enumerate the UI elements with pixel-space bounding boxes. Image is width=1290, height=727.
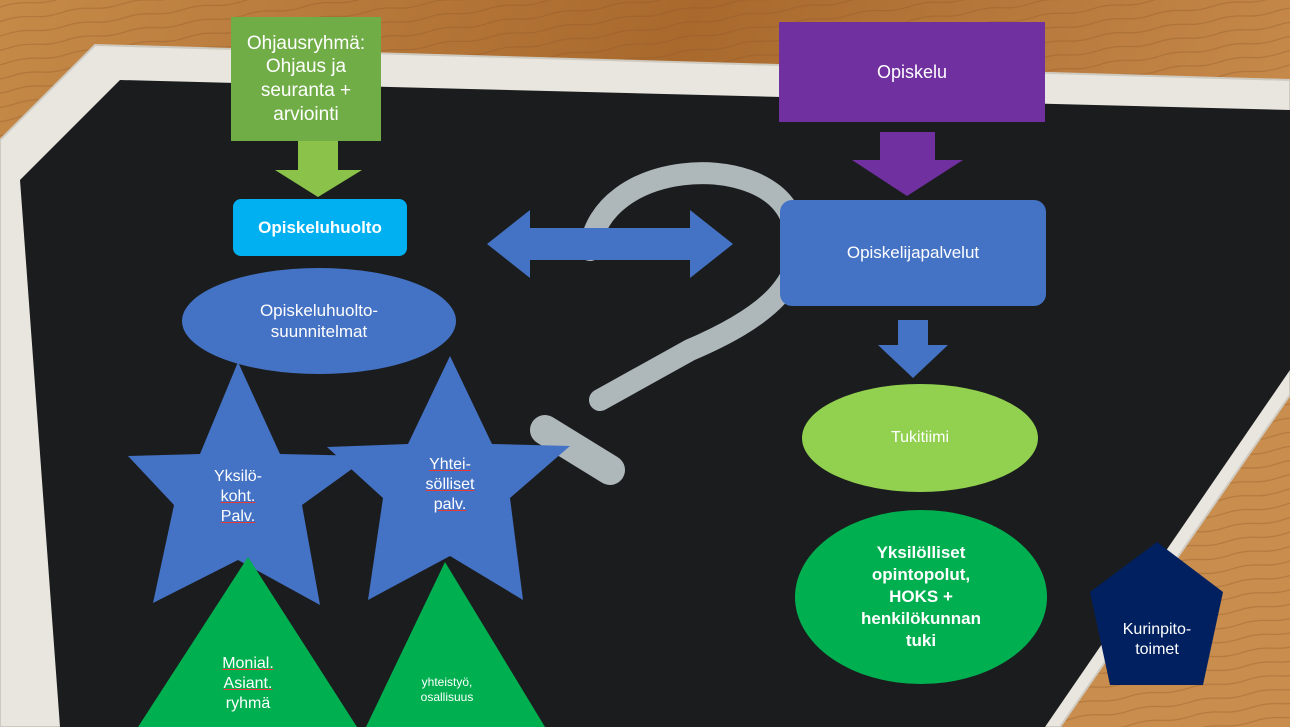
student-services-label: Opiskelijapalvelut xyxy=(780,200,1046,306)
steering-group-line-1: Ohjausryhmä: xyxy=(246,32,366,54)
communal-services-label: Yhtei- sölliset palv. xyxy=(392,440,508,530)
individual-paths-line-2: opintopolut, xyxy=(871,564,971,584)
multi-expert-label: Monial. Asiant. ryhmä xyxy=(190,640,306,727)
individual-paths-line-5: tuki xyxy=(905,631,937,651)
cooperation-label: yhteistyö, osallisuus xyxy=(392,660,502,720)
cooperation-line-1: yhteistyö, xyxy=(421,675,473,689)
steering-group-label: Ohjausryhmä: Ohjaus ja seuranta + arvioi… xyxy=(231,17,381,141)
study-text: Opiskelu xyxy=(876,61,948,82)
steering-down-arrow xyxy=(275,141,362,197)
individual-services-line-3: Palv. xyxy=(220,508,256,525)
steering-group-box xyxy=(231,17,381,141)
study-box xyxy=(779,22,1045,122)
cooperation-triangle xyxy=(366,562,545,727)
communal-services-line-1: Yhtei- xyxy=(429,456,471,473)
multi-expert-line-1: Monial. xyxy=(222,654,274,672)
steering-group-line-4: arviointi xyxy=(273,103,339,125)
individual-services-line-1: Yksilö- xyxy=(213,468,262,485)
support-team-text: Tukitiimi xyxy=(890,429,950,446)
individual-paths-line-4: henkilökunnan xyxy=(861,609,981,629)
welfare-plans-ellipse xyxy=(182,268,456,374)
double-headed-arrow xyxy=(487,210,733,278)
communal-services-line-3: palv. xyxy=(433,496,467,513)
individual-paths-line-3: HOKS + xyxy=(889,586,953,606)
multi-expert-triangle xyxy=(138,557,357,727)
cooperation-line-2: osallisuus xyxy=(420,690,474,704)
steering-group-line-2: Ohjaus ja xyxy=(265,56,347,78)
disciplinary-line-2: toimet xyxy=(1135,641,1179,658)
welfare-plans-line-1: Opiskeluhuolto- xyxy=(259,300,379,320)
multi-expert-line-3: ryhmä xyxy=(225,694,271,712)
disciplinary-line-1: Kurinpito- xyxy=(1122,621,1192,638)
student-welfare-label: Opiskeluhuolto xyxy=(233,199,407,256)
student-services-box xyxy=(780,200,1046,306)
communal-services-star xyxy=(327,356,570,600)
disciplinary-label: Kurinpito- toimet xyxy=(1095,610,1219,670)
individual-paths-label: Yksilölliset opintopolut, HOKS + henkilö… xyxy=(795,510,1047,684)
welfare-plans-label: Opiskeluhuolto- suunnitelmat xyxy=(182,268,456,374)
individual-services-star xyxy=(128,362,370,605)
student-welfare-text: Opiskeluhuolto xyxy=(258,217,382,237)
welfare-plans-line-2: suunnitelmat xyxy=(270,322,368,341)
student-services-text: Opiskelijapalvelut xyxy=(846,243,980,263)
individual-services-line-2: koht. xyxy=(220,488,256,505)
individual-services-label: Yksilö- koht. Palv. xyxy=(180,452,296,542)
steering-group-line-3: seuranta + xyxy=(260,80,352,101)
multi-expert-line-2: Asiant. xyxy=(223,674,273,692)
support-team-ellipse xyxy=(802,384,1038,492)
services-down-arrow xyxy=(878,320,948,378)
individual-paths-ellipse xyxy=(795,510,1047,684)
communal-services-line-2: sölliset xyxy=(425,476,475,493)
student-welfare-box xyxy=(233,199,407,256)
study-label: Opiskelu xyxy=(779,22,1045,122)
study-down-arrow xyxy=(852,132,963,196)
disciplinary-pentagon xyxy=(1090,542,1223,685)
support-team-label: Tukitiimi xyxy=(802,384,1038,492)
individual-paths-line-1: Yksilölliset xyxy=(876,542,966,562)
